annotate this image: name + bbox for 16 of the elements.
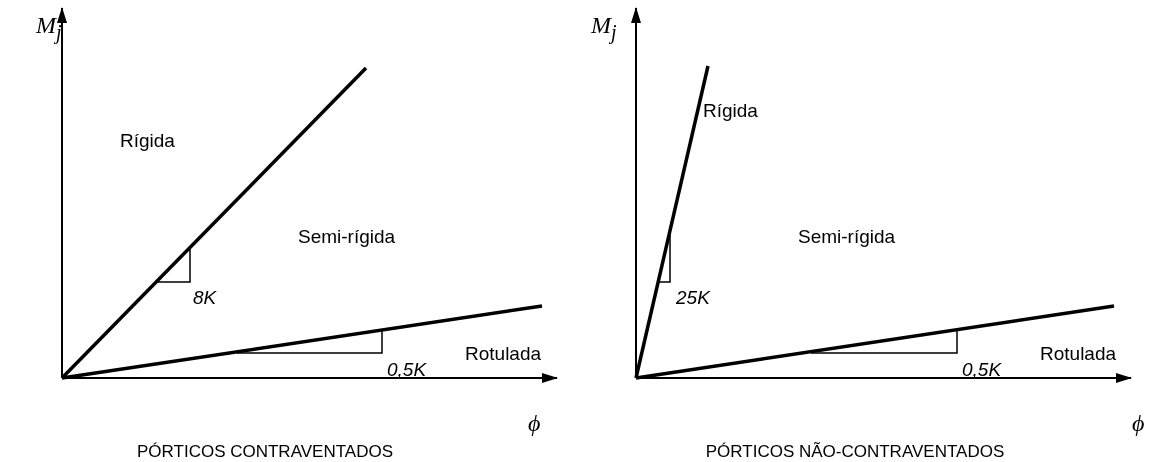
axis-label: M$_{j}$: [36, 12, 62, 45]
region-label: Rígida: [703, 100, 758, 122]
slope-label: 8K: [193, 287, 217, 309]
region-label: Rotulada: [1040, 343, 1117, 365]
slope-label: 0,5K: [387, 359, 427, 381]
slope-label: 0,5K: [962, 359, 1002, 381]
chart-caption: PÓRTICOS CONTRAVENTADOS: [137, 441, 393, 462]
axis-label: ϕ: [1132, 410, 1145, 436]
chart-caption: PÓRTICOS NÃO-CONTRAVENTADOS: [705, 441, 1005, 462]
axis-label: M$_{j}$: [591, 12, 617, 45]
slope-label: 25K: [676, 287, 710, 309]
region-label: Semi-rígida: [298, 226, 396, 248]
region-label: Rotulada: [465, 343, 542, 365]
region-label: Semi-rígida: [798, 226, 896, 248]
region-label: Rígida: [120, 130, 175, 152]
axis-label: ϕ: [528, 410, 541, 436]
